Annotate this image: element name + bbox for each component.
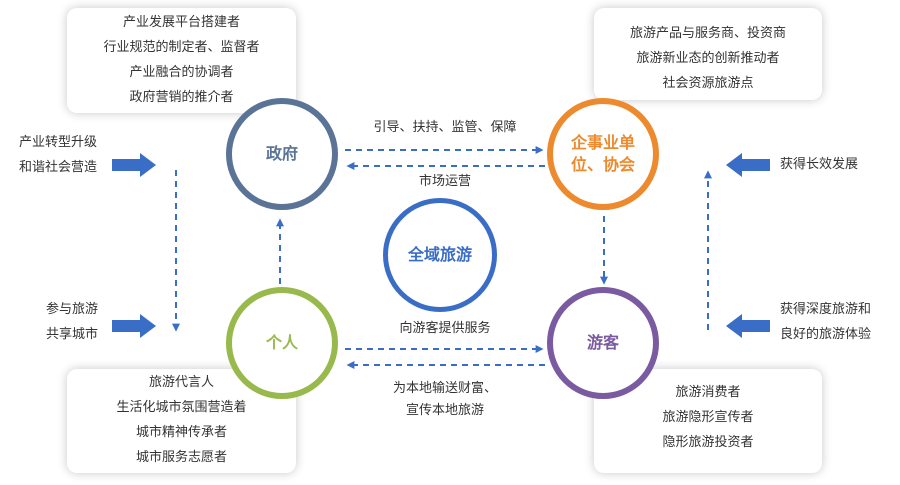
tour-to-ind-label-line: 为本地输送财富、 [392,381,497,396]
ent-role-card [594,8,822,100]
left-bottom-label-line: 共享城市 [46,327,99,342]
right-bottom-label: 获得深度旅游和 良好的旅游体验 [780,299,871,346]
ind-node: 个人 [226,287,338,399]
tour-role-item: 旅游消费者 [675,385,741,400]
left-bottom-block-arrow [112,314,156,338]
gov-role-list: 产业发展平台搭建者 行业规范的制定者、监督者 产业融合的协调者 政府营销的推介者 [67,10,296,110]
right-bottom-label-line: 获得深度旅游和 [780,302,872,317]
ind-role-item: 旅游代言人 [148,375,214,390]
tour-role-item: 旅游隐形宣传者 [662,410,754,425]
left-bottom-label-line: 参与旅游 [46,302,99,317]
tour-node-label: 游客 [586,333,619,352]
ent-role-item: 旅游产品与服务商、投资商 [629,26,786,41]
ind-role-item: 城市服务志愿者 [135,450,227,465]
tour-to-ind-label: 为本地输送财富、 宣传本地旅游 [360,378,530,422]
ind-role-list: 旅游代言人 生活化城市氛围营造着 城市精神传承者 城市服务志愿者 [67,370,296,470]
gov-node: 政府 [226,98,338,210]
ent-to-gov-label: 市场运营 [418,174,471,189]
tour-node: 游客 [547,287,659,399]
gov-role-item: 产业发展平台搭建者 [122,15,240,30]
right-top-block-arrow [726,153,770,177]
right-top-label-line: 获得长效发展 [780,157,859,172]
ind-role-item: 城市精神传承者 [135,425,227,440]
tour-to-ind-label-line: 宣传本地旅游 [405,403,484,418]
ind-node-label: 个人 [265,333,298,352]
ind-role-item: 生活化城市氛围营造着 [116,400,247,415]
right-top-label: 获得长效发展 [780,154,858,176]
gov-node-label: 政府 [265,144,298,163]
ind-to-tour-label: 向游客提供服务 [399,321,491,336]
gov-role-item: 政府营销的推介者 [129,90,234,105]
left-top-label-line: 产业转型升级 [19,135,98,150]
ent-role-item: 社会资源旅游点 [662,76,754,91]
left-top-label-line: 和谐社会营造 [19,160,98,175]
tour-role-list: 旅游消费者 旅游隐形宣传者 隐形旅游投资者 [594,380,822,455]
ent-node-label-line1: 企事业单 [570,133,635,152]
tour-role-item: 隐形旅游投资者 [662,435,754,450]
center-node: 全域旅游 [383,198,497,312]
gov-role-item: 产业融合的协调者 [129,65,234,80]
right-bottom-label-line: 良好的旅游体验 [780,327,872,342]
left-bottom-label: 参与旅游 共享城市 [46,299,98,346]
gov-role-card [67,8,296,113]
ent-role-item: 旅游新业态的创新推动者 [636,51,780,66]
right-bottom-block-arrow [726,314,770,338]
center-node-label: 全域旅游 [407,245,472,264]
ent-role-list: 旅游产品与服务商、投资商 旅游新业态的创新推动者 社会资源旅游点 [594,21,822,96]
gov-to-ent-label: 引导、扶持、监管、保障 [373,120,517,135]
ent-node-label-line2: 位、协会 [570,155,635,174]
gov-role-item: 行业规范的制定者、监督者 [103,40,260,55]
left-top-block-arrow [112,153,156,177]
ent-node: 企事业单 位、协会 [547,98,659,210]
left-top-label: 产业转型升级 和谐社会营造 [19,132,97,179]
